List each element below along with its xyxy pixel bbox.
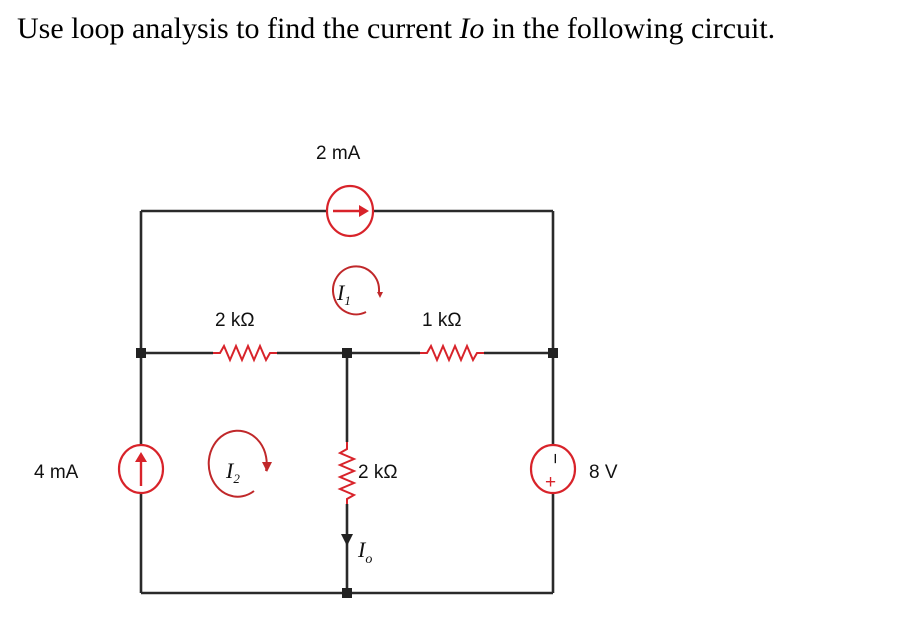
minus-sign: −: [544, 453, 565, 464]
io-arrow: [341, 534, 353, 546]
top-source-label: 2 mA: [316, 143, 361, 164]
resistor-1k-right: [420, 343, 484, 363]
current-source-2mA: [325, 184, 375, 238]
plus-sign: +: [545, 472, 556, 493]
left-source-label: 4 mA: [34, 462, 79, 483]
node-middle: [342, 348, 352, 358]
left-resistor-label: 2 kΩ: [215, 310, 255, 331]
node-right: [548, 348, 558, 358]
question-variable: I: [459, 12, 470, 45]
voltage-source-label: 8 V: [589, 462, 618, 483]
node-left: [136, 348, 146, 358]
mesh-current-1-arrow: [332, 265, 383, 316]
junction-nodes: [136, 348, 558, 598]
middle-resistor-label: 2 kΩ: [358, 462, 398, 483]
mesh1-label: I1: [336, 280, 351, 308]
resistor-2k-middle: [337, 442, 357, 504]
question-suffix: in the following circuit.: [484, 12, 776, 45]
resistor-2k-left: [213, 343, 277, 363]
voltage-source-8V: [529, 443, 577, 495]
io-label: Io: [357, 537, 372, 567]
right-resistor-label: 1 kΩ: [422, 310, 462, 331]
question-prefix: Use loop analysis to find the current: [17, 12, 460, 45]
node-bottom: [342, 588, 352, 598]
question-text: Use loop analysis to find the current Io…: [17, 12, 775, 46]
mesh2-label: I2: [225, 458, 240, 486]
current-source-4mA: [117, 443, 165, 495]
question-variable-sub: o: [469, 12, 485, 45]
mesh-current-2-arrow: [207, 429, 272, 498]
